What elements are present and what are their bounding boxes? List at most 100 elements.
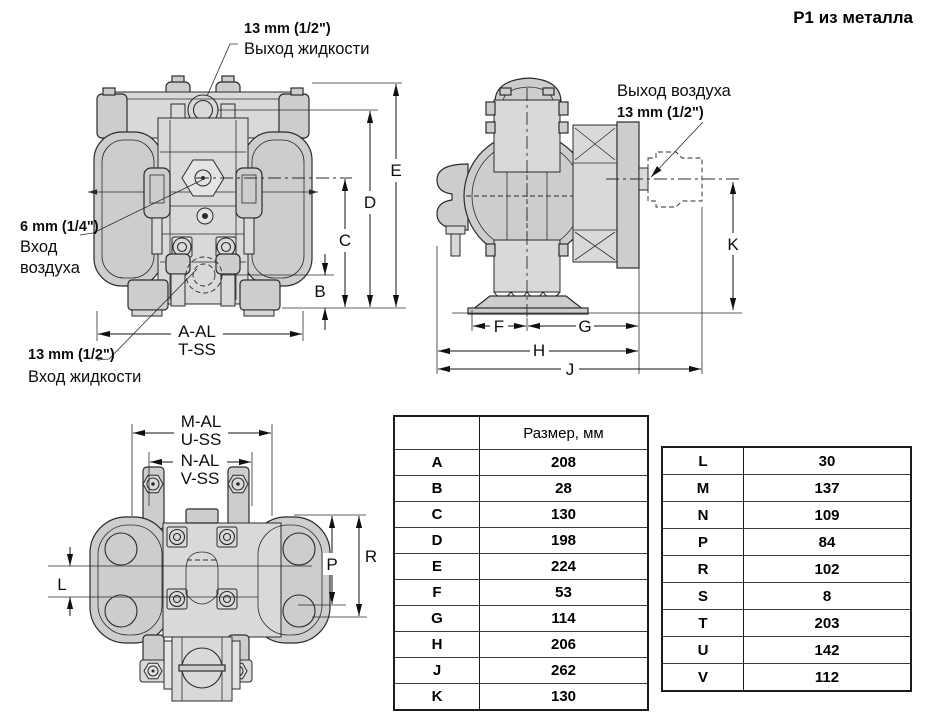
table-row: G 114 [395, 605, 647, 631]
dim-label-u-ss: U-SS [181, 430, 222, 449]
row-value: 8 [822, 587, 832, 605]
dim-letter-c: C [339, 231, 351, 250]
dim-label-n-al: N-AL [181, 451, 220, 470]
row-value: 206 [550, 636, 577, 653]
row-value: 53 [555, 584, 572, 601]
dim-letter-b: B [314, 282, 325, 301]
dim-letter-e: E [390, 161, 401, 180]
dim-letter-l: L [57, 575, 66, 594]
dim-label-m-al: M-AL [181, 412, 222, 431]
air-outlet-size: 13 mm (1/2") [617, 105, 704, 121]
row-label: B [395, 476, 480, 501]
table-row: R 102 [663, 555, 910, 582]
table-header-size-mm: Размер, мм [523, 424, 604, 442]
fluid-outlet-size: 13 mm (1/2") [244, 21, 331, 37]
table-row: M 137 [663, 474, 910, 501]
table-row: T 203 [663, 609, 910, 636]
row-label: A [395, 450, 480, 475]
table-header-row: Размер, мм [395, 417, 647, 449]
top-view-dimensions: M-AL U-SS N-AL V-SS L P R [48, 412, 377, 618]
row-value: 137 [814, 479, 840, 497]
table-row: U 142 [663, 636, 910, 663]
row-label: N [663, 502, 744, 528]
row-value: 130 [550, 506, 577, 523]
row-label: U [663, 637, 744, 663]
table-row: F 53 [395, 579, 647, 605]
front-view-callouts: 13 mm (1/2") Выход жидкости 6 mm (1/4") … [20, 21, 369, 386]
row-label: E [395, 554, 480, 579]
dimension-table-a-k: Размер, мм A 208 B 28 C 130 D 198 E 224 F 53 G… [393, 415, 649, 711]
table-row: A 208 [395, 449, 647, 475]
dim-label-a-al: A-AL [178, 322, 216, 341]
table-row: K 130 [395, 683, 647, 709]
table-row: N 109 [663, 501, 910, 528]
dim-letter-r: R [365, 547, 377, 566]
table-row: H 206 [395, 631, 647, 657]
dim-letter-j: J [566, 360, 575, 379]
row-value: 30 [818, 452, 836, 470]
table-row: C 130 [395, 501, 647, 527]
dim-label-v-ss: V-SS [181, 469, 220, 488]
dim-letter-g: G [578, 317, 591, 336]
row-label: S [663, 583, 744, 609]
muffler-outline [647, 151, 703, 208]
side-view-dimensions: K F G H J [436, 182, 743, 379]
dim-letter-h: H [533, 341, 545, 360]
fluid-inlet-size: 13 mm (1/2") [28, 347, 115, 363]
row-label: D [395, 528, 480, 553]
table-corner-cell [395, 417, 480, 449]
row-value: 28 [555, 480, 572, 497]
row-label: R [663, 556, 744, 582]
air-inlet-label-1: Вход [20, 238, 58, 256]
row-value: 208 [550, 454, 577, 471]
dim-letter-p: P [326, 555, 337, 574]
row-value: 203 [814, 614, 840, 632]
pump-side-view-drawing [436, 77, 742, 318]
row-value: 114 [551, 610, 576, 627]
dim-letter-k: K [727, 235, 739, 254]
row-label: T [663, 610, 744, 636]
air-outlet-label: Выход воздуха [617, 82, 732, 100]
row-value: 109 [814, 506, 840, 524]
table-row: P 84 [663, 528, 910, 555]
row-value: 84 [818, 533, 836, 551]
row-value: 130 [550, 688, 577, 705]
fluid-inlet-label: Вход жидкости [28, 368, 141, 386]
row-label: P [663, 529, 744, 555]
row-value: 142 [814, 641, 840, 659]
row-label: F [395, 580, 480, 605]
table-row: D 198 [395, 527, 647, 553]
table-row: V 112 [663, 663, 910, 690]
air-inlet-label-2: воздуха [20, 259, 81, 277]
front-view-dimensions: E D C B A-AL T-SS [96, 82, 406, 359]
row-value: 198 [550, 532, 577, 549]
row-label: H [395, 632, 480, 657]
row-label: V [663, 664, 744, 690]
dim-letter-f: F [494, 317, 504, 336]
table-row: B 28 [395, 475, 647, 501]
row-value: 102 [814, 560, 840, 578]
row-value: 224 [550, 558, 577, 575]
row-label: C [395, 502, 480, 527]
table-row: J 262 [395, 657, 647, 683]
dim-label-t-ss: T-SS [178, 340, 216, 359]
side-view-callouts: Выход воздуха 13 mm (1/2") [617, 82, 732, 178]
row-value: 112 [814, 668, 840, 686]
row-value: 262 [550, 662, 577, 679]
table-row: E 224 [395, 553, 647, 579]
fluid-outlet-label: Выход жидкости [244, 40, 369, 58]
pump-front-view-drawing [88, 75, 352, 317]
row-label: J [395, 658, 480, 683]
row-label: K [395, 684, 480, 709]
page-title: P1 из металла [793, 8, 913, 27]
dim-letter-d: D [364, 193, 376, 212]
pump-top-view-drawing [89, 466, 331, 702]
row-label: G [395, 606, 480, 631]
air-inlet-size: 6 mm (1/4") [20, 219, 99, 235]
row-label: M [663, 475, 744, 501]
